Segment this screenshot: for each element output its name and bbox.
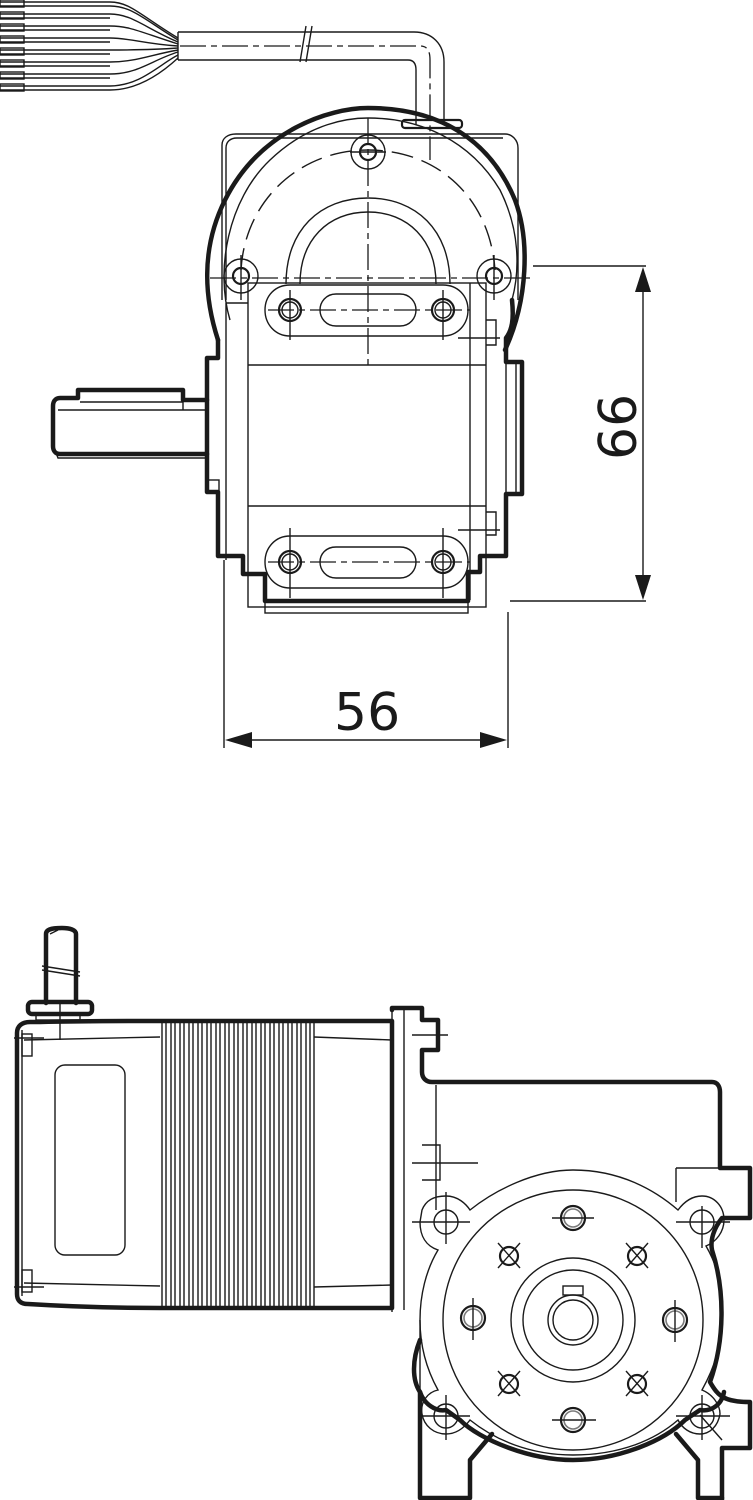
back-plate [221, 133, 519, 300]
slot-plate-top [264, 284, 470, 340]
dimension-height: 66 [510, 265, 651, 602]
dimension-width-label: 56 [334, 683, 400, 743]
housing-outline [205, 105, 527, 353]
dimension-height-label: 66 [589, 394, 649, 460]
label-plate [54, 1064, 126, 1256]
motor-body [14, 1018, 395, 1311]
rear-shaft [25, 925, 95, 1040]
gear-face [419, 1169, 725, 1456]
front-view: 66 56 [0, 0, 651, 748]
gear-flange [411, 1337, 727, 1463]
gearbox-body [225, 282, 487, 608]
cable-wires [0, 0, 179, 92]
dimension-width: 56 [223, 560, 509, 748]
flange-corner-holes [412, 1192, 730, 1440]
flange-bolt-holes [459, 1204, 689, 1434]
housing-profile [204, 297, 525, 604]
stator-fins [161, 1022, 315, 1308]
output-shaft [50, 387, 210, 459]
slot-plate-bottom [264, 528, 470, 598]
side-view [14, 925, 753, 1500]
gearbox-housing [389, 1005, 753, 1500]
cable-sheath [177, 25, 445, 160]
crossed-holes [497, 1242, 649, 1397]
